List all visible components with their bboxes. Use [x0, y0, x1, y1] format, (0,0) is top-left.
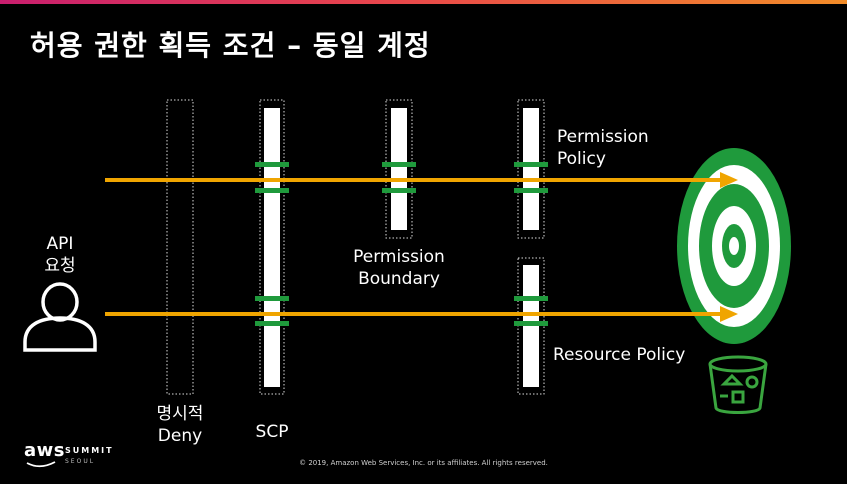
deny-column — [166, 99, 194, 395]
target-icon — [677, 148, 791, 344]
boundary-column — [385, 99, 413, 239]
scp-column — [259, 99, 285, 395]
copyright-notice: © 2019, Amazon Web Services, Inc. or its… — [299, 459, 548, 467]
requester-label: API 요청 — [30, 233, 90, 277]
slide-title: 허용 권한 획득 조건 – 동일 계정 — [30, 29, 431, 62]
deny-label-line1: 명시적 — [156, 404, 204, 424]
gate-openings — [255, 162, 548, 326]
requester-label-line2: 요청 — [44, 256, 76, 276]
aws-logo: aws — [24, 440, 65, 461]
boundary-label-line1: Permission — [353, 247, 445, 267]
requester-label-line1: API — [46, 234, 74, 254]
event-name: SUMMIT — [65, 446, 114, 455]
user-icon — [23, 282, 97, 352]
s3-bucket-icon — [708, 355, 768, 414]
permission-policy-label-line1: Permission — [557, 127, 649, 147]
permission-policy-column — [517, 99, 545, 239]
permission-policy-label-line2: Policy — [557, 149, 606, 169]
aws-smile-icon — [26, 461, 56, 468]
request-arrow-top — [105, 172, 738, 188]
accent-bar — [0, 0, 847, 4]
event-city: SEOUL — [65, 458, 96, 465]
scp-label: SCP — [255, 422, 289, 442]
boundary-label-line2: Boundary — [358, 269, 440, 289]
request-arrow-bottom — [105, 306, 738, 322]
resource-policy-label: Resource Policy — [553, 345, 686, 365]
deny-label: 명시적 Deny — [145, 403, 215, 447]
deny-label-line2: Deny — [157, 426, 203, 446]
permission-policy-label: Permission Policy — [557, 126, 649, 170]
boundary-label: Permission Boundary — [344, 246, 454, 290]
